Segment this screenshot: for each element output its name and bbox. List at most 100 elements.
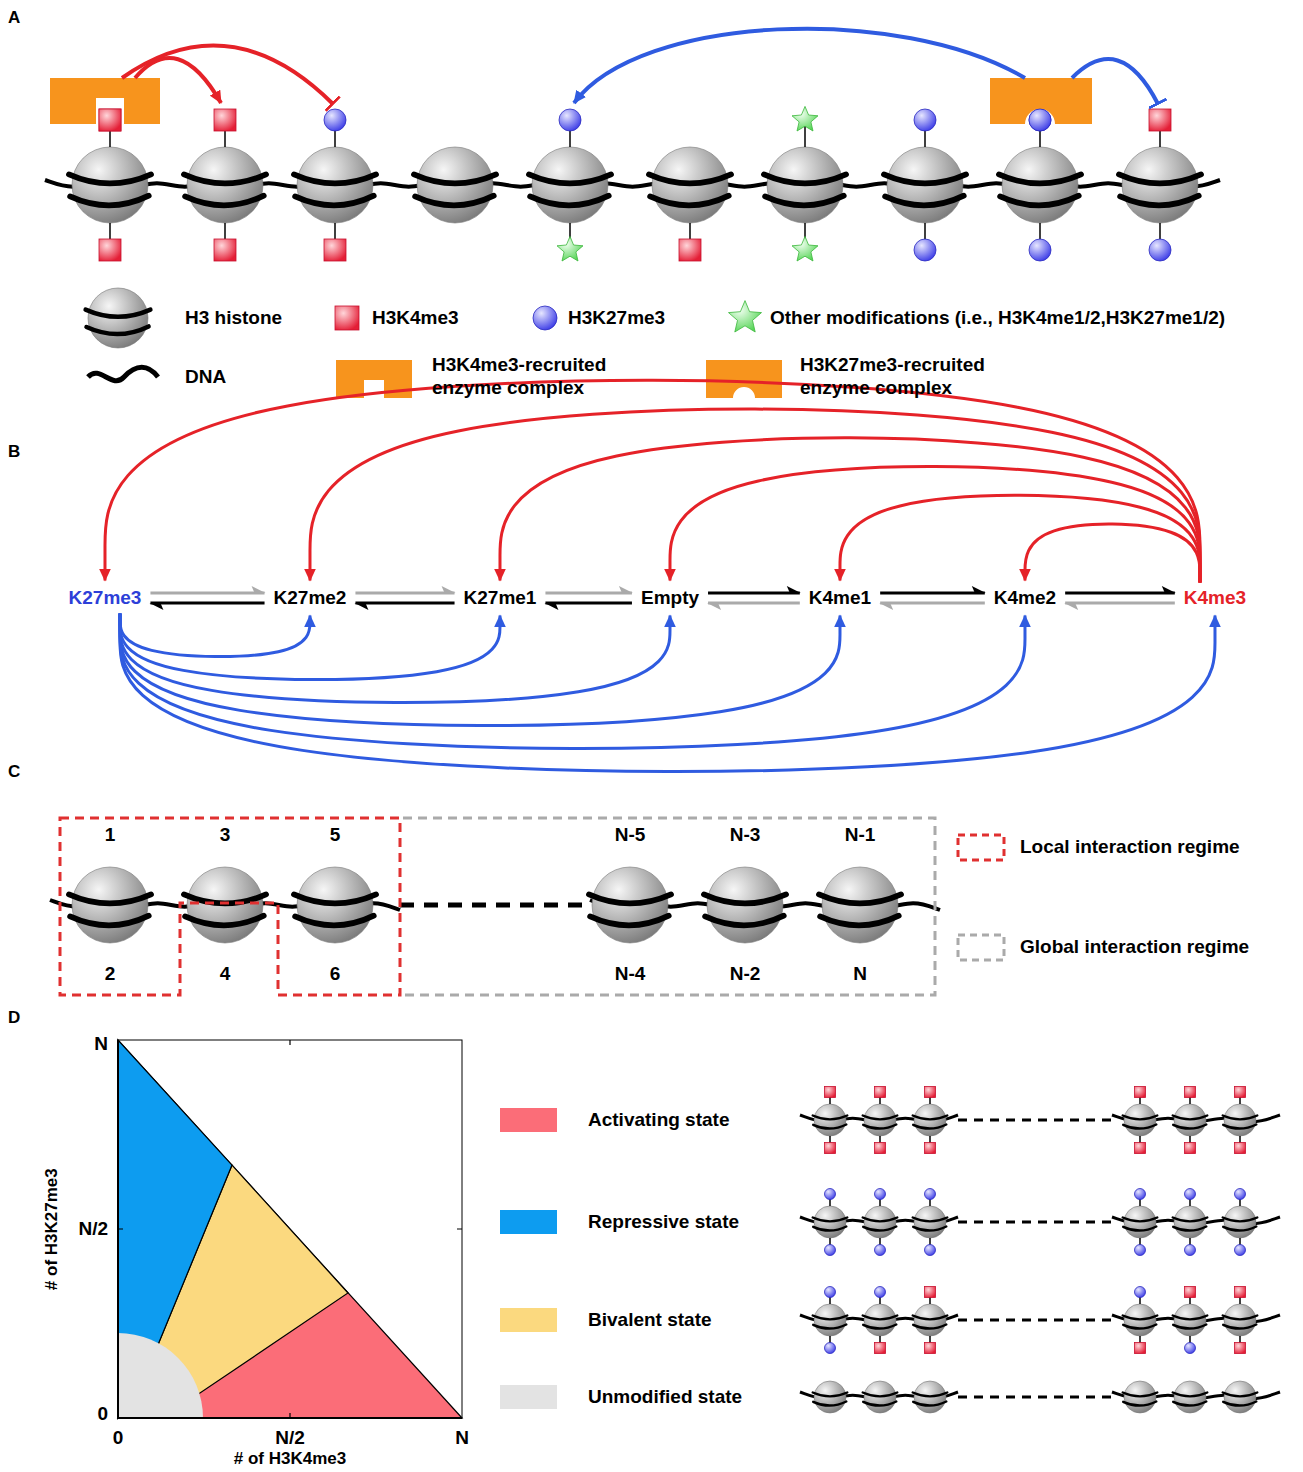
activation-arrow [135,58,221,103]
dna-wrap [1000,196,1079,206]
h3k4me3-mark [1235,1287,1246,1298]
h3k4me3-mark [875,1143,886,1154]
h3k27me3-mark [1185,1245,1196,1256]
dna-wrap [1173,1316,1208,1320]
legend-text: Repressive state [588,1211,739,1234]
legend-text: Activating state [588,1109,729,1132]
dna-wrap [704,894,786,903]
h3k4me3-mark [324,239,346,261]
h3k4me3-mark [875,1087,886,1098]
dna-wrap [705,916,784,926]
activating-region [118,1040,462,1418]
h3k4me3-mark [825,1143,836,1154]
dna-wrap [69,174,151,183]
h3k4me3-mark [335,306,359,330]
h3k4me3-mark [214,239,236,261]
dna-wrap [529,174,611,183]
dna-gap [958,1319,1112,1322]
axis-title: # of H3K27me3 [42,1168,62,1290]
panel-letter: B [8,442,20,462]
h3k4me3-mark [875,1343,886,1354]
state-label: Empty [641,587,699,610]
dna-wrap [70,196,149,206]
dna-wrap [589,894,671,903]
dna-wrap [87,326,149,334]
dna-wrap [863,1393,898,1397]
panel-a-illustration [45,29,1220,261]
dna-wrap [1123,1316,1158,1320]
h3k4me3-mark [1135,1343,1146,1354]
dna-wrap [1173,1116,1208,1120]
axis-tick-label: 0 [113,1427,124,1450]
recruitment-arrow [310,409,1200,583]
dna-wrap [813,1218,848,1222]
reaction-arrow [545,591,632,594]
h3k4me3-mark [1235,1343,1246,1354]
dna-wrap [813,1324,846,1328]
h3k27me3-mark [1135,1245,1146,1256]
dna-wrap [650,196,729,206]
panel-letter: D [8,1008,20,1028]
reaction-arrow [708,601,800,604]
dna-wrap [863,1226,896,1230]
dna-wrap [764,174,846,183]
legend-text: H3K4me3-recruited enzyme complex [432,354,647,400]
h3k27me3-mark [1149,239,1171,261]
legend-swatch [500,1385,557,1409]
h3k4me3-mark [1135,1087,1146,1098]
h3k27me3-mark [1135,1287,1146,1298]
position-number: 1 [105,824,116,847]
h3k27me3-mark [914,239,936,261]
dna-wrap [1123,1218,1158,1222]
dna-wrap [913,1393,948,1397]
recruitment-arrow [120,613,1025,748]
h3k4me3-mark [825,1087,836,1098]
dna-wrap [1119,174,1201,183]
dna-wrap [69,894,151,903]
dna-wrap [1123,1124,1156,1128]
dna-wrap [1120,196,1199,206]
dna-wrap [863,1316,898,1320]
legend-swatch [500,1108,557,1132]
h3k27me3-mark [925,1245,936,1256]
recruitment-arrow [840,495,1200,582]
reaction-arrow [355,591,454,594]
dna-wrap [295,916,374,926]
axis-tick-label: 0 [97,1403,108,1426]
h3k27me3-mark [1235,1245,1246,1256]
legend-text: H3K27me3-recruited enzyme complex [800,354,1035,400]
state-node: Empty [637,585,703,612]
dna-wrap [913,1226,946,1230]
position-number: 2 [105,963,116,986]
dna-wrap [813,1316,848,1320]
h3k27me3-mark [533,306,557,330]
reaction-arrow [150,591,264,594]
dna-wrap [1173,1401,1206,1405]
h3k4me3-mark [925,1343,936,1354]
h3k27me3-mark [324,109,346,131]
position-number: N-1 [845,824,876,847]
dna-wrap [294,174,376,183]
panel-c-illustration [50,818,1004,995]
dna-wrap [649,174,731,183]
dna-wrap [913,1316,948,1320]
other-mark [557,236,583,261]
recruitment-arrow [120,613,500,679]
dna-wrap [185,916,264,926]
repressive-region [118,1040,232,1418]
legend-swatch [500,1308,557,1332]
position-number: 5 [330,824,341,847]
h3k4me3-mark [214,109,236,131]
legend-text: Unmodified state [588,1386,742,1409]
dna-wrap [1223,1324,1256,1328]
h3k27me3-mark [559,109,581,131]
other-mark [792,106,818,131]
dna-wrap [1123,1401,1156,1405]
state-label: K27me2 [274,587,347,610]
h3k4me3-mark [1235,1143,1246,1154]
panel-d-illustrations [800,1087,1280,1414]
position-number: N-4 [615,963,646,986]
dna-wrap [863,1218,898,1222]
legend-text: DNA [185,366,226,389]
position-number: N-3 [730,824,761,847]
